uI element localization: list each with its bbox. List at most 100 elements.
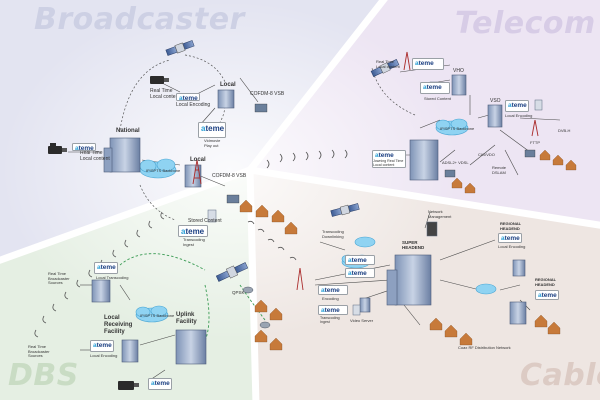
ip-backbone-center-label: IP/SPTS Backbone <box>146 168 181 173</box>
fttp-label: FTTP <box>530 140 540 145</box>
cofdm-label-center: COFDM-8 VSB <box>212 173 247 179</box>
building-icons <box>91 74 527 365</box>
dbs-local-encoding-label: Local Encoding <box>90 353 118 358</box>
local-label-top: Local <box>220 82 236 88</box>
tv-icon <box>444 169 456 178</box>
house-icon <box>451 177 463 189</box>
remote-dslam-label: Remote DSLAM <box>492 165 507 175</box>
camera-icon <box>118 381 139 390</box>
cable-ateme-3: ateme <box>318 285 348 295</box>
cable-ateme-regional-2: ateme <box>535 290 559 300</box>
building-icon <box>103 137 141 173</box>
cable-ateme-regional-1: ateme <box>498 233 522 243</box>
house-icons <box>239 149 577 351</box>
dbs-ateme-bottom: ateme <box>148 378 172 390</box>
cofdm-label-top: COFDM-8 VSB <box>250 91 285 97</box>
tel-ateme-jrr: ateme <box>372 150 406 168</box>
cable-transcoding-label: Transcoding Downlinking <box>322 229 344 239</box>
building-icon <box>512 259 526 277</box>
tower-icon <box>531 119 539 137</box>
building-icon <box>175 329 207 365</box>
ateme-logo: ateme <box>75 145 94 152</box>
house-icon <box>444 324 458 338</box>
ateme-logo: ateme <box>201 124 225 133</box>
cable-ingest-label: Transcoding Ingest <box>320 316 340 324</box>
house-icon <box>269 307 283 321</box>
satellite-icon <box>165 40 195 56</box>
transcoding-ingest-label: Transcoding Ingest <box>183 237 205 247</box>
tower-icon <box>403 51 411 71</box>
ateme-logo: ateme <box>501 235 520 242</box>
ateme-logo: ateme <box>93 342 112 349</box>
lrf-local-transcoding-label: Local Transcoding <box>96 275 129 280</box>
satellite-icon <box>330 203 360 217</box>
ateme-logo: ateme <box>538 292 557 299</box>
cable-ateme-ingest: ateme <box>318 305 348 315</box>
tel-stored-content-label: Stored Content <box>424 96 451 101</box>
dbs-ip-label: IP/SPTS Backbone <box>140 313 175 318</box>
tv-icon <box>226 194 240 204</box>
house-icon <box>552 154 564 166</box>
ateme-logo: ateme <box>97 264 116 271</box>
camera-icon <box>48 143 67 154</box>
tv-icons <box>226 103 536 204</box>
server-icon <box>426 221 438 237</box>
local-label-center: Local <box>190 157 206 163</box>
house-icon <box>271 209 285 223</box>
server-icon <box>207 209 217 223</box>
tel-jrr-label: Jowning Real Time Local content <box>373 159 404 167</box>
tower-icons <box>192 51 539 291</box>
dbs-ateme-local-transcoding: ateme <box>94 262 118 274</box>
house-icon <box>539 149 551 161</box>
tower-icon <box>192 159 202 185</box>
building-icon <box>409 139 439 181</box>
building-icon <box>509 301 527 325</box>
vho-label: VHO <box>453 68 464 74</box>
ateme-logo: ateme <box>375 152 394 159</box>
building-icon <box>487 104 503 128</box>
vso-label: VSO <box>490 98 501 104</box>
tel-rt-local-label: Real Time Local content <box>376 59 400 69</box>
house-icon <box>547 321 561 335</box>
tel-local-encoding-label: Local Encoding <box>505 113 533 118</box>
building-icon <box>91 279 111 303</box>
qpsk-label: QPSK <box>232 290 245 295</box>
house-icon <box>565 159 577 171</box>
dbs-ateme-local-encoding: ateme <box>90 340 114 352</box>
house-icon <box>239 199 253 213</box>
ateme-ingest-box: ateme <box>178 225 208 237</box>
dvbh-label: DVB-H <box>558 128 571 133</box>
dish-icon <box>242 286 254 294</box>
local-encoding-label: Local Encoding <box>176 102 211 108</box>
ateme-vod-box: ateme <box>198 122 226 138</box>
building-icon <box>121 339 139 363</box>
ateme-logo: ateme <box>321 287 340 294</box>
satellite-icon <box>370 59 400 77</box>
tower-icon <box>296 267 304 291</box>
tel-ip-backbone-label: IP/SPTS Backbone <box>440 126 475 131</box>
house-icon <box>269 337 283 351</box>
dbs-title: DBS <box>8 358 79 393</box>
tv-icon <box>524 149 536 158</box>
house-icon <box>284 221 298 235</box>
building-icon <box>359 297 371 313</box>
house-icon <box>459 332 473 346</box>
dbs-uplink-label: Uplink Facility <box>176 312 197 325</box>
rt-local-label-1: Real Time Local content <box>80 150 110 162</box>
cable-super-label: SUPER HEADEND <box>402 240 425 250</box>
dish-icons <box>242 286 271 329</box>
national-label: National <box>116 128 140 134</box>
cloud-icon <box>135 305 169 323</box>
ateme-logo: ateme <box>423 84 442 91</box>
house-icon <box>429 317 443 331</box>
cloud-icon <box>354 236 376 248</box>
telecom-title: Telecom <box>455 6 596 41</box>
cable-local-encoding-label: Local Encoding <box>498 244 526 249</box>
cable-network-mgmt-label: Network Management <box>428 209 452 219</box>
cloud-icon <box>435 118 469 136</box>
cloud-icon <box>475 283 497 295</box>
house-icon <box>255 204 269 218</box>
tel-ateme-local-encoding: ateme <box>505 100 529 112</box>
ateme-logo: ateme <box>179 95 198 102</box>
